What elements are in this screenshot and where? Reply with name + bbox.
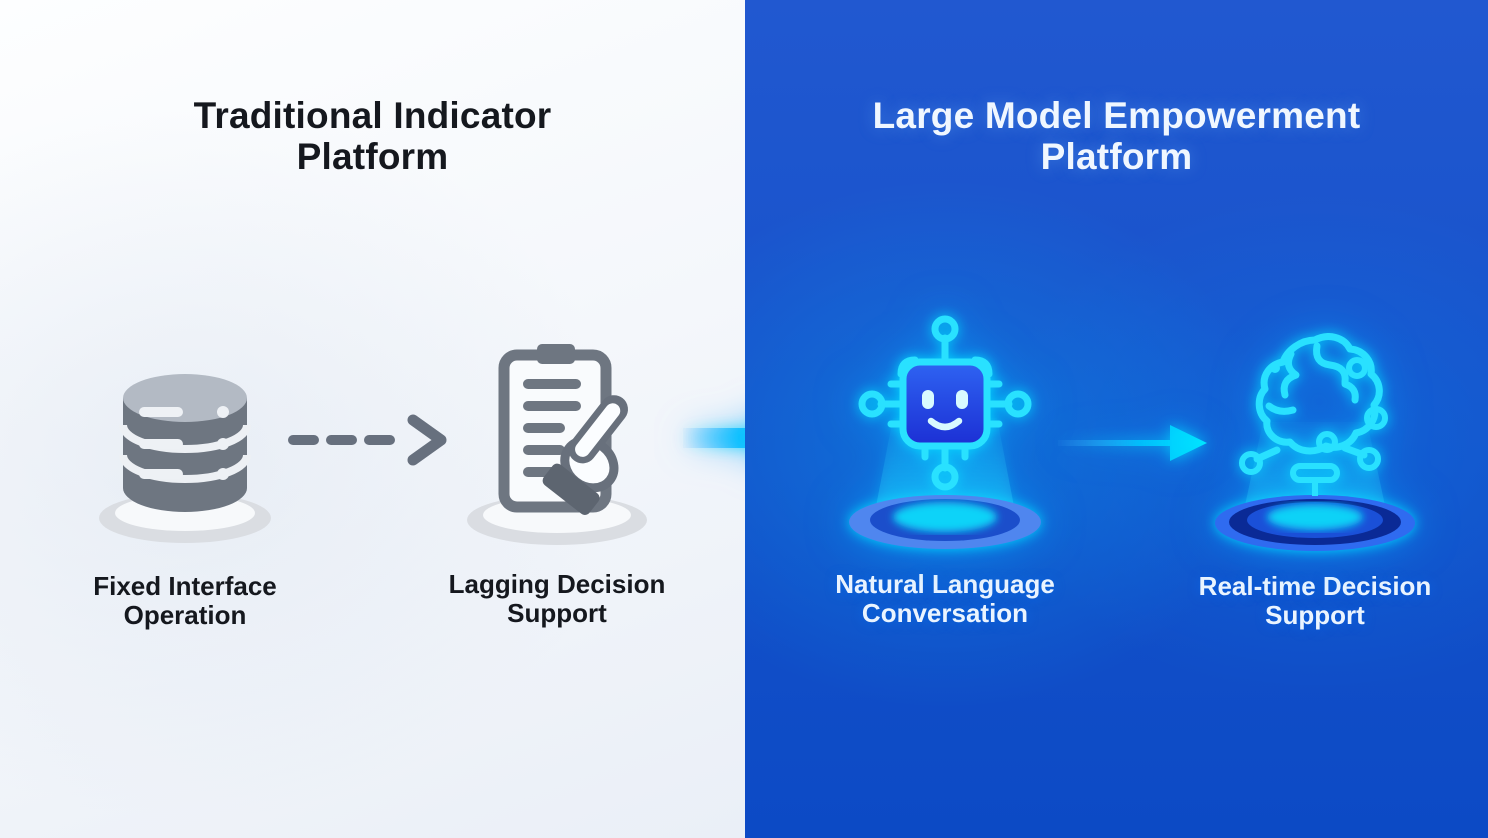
database-icon <box>99 374 271 543</box>
left-title-line2: Platform <box>296 136 449 178</box>
brain-nodes <box>1239 357 1388 496</box>
natural-language-label-line1: Natural Language <box>835 569 1055 599</box>
realtime-decision-item: Real-time Decision Support <box>1155 302 1475 629</box>
dashed-arrow-icon <box>283 412 453 473</box>
ai-chip-bot-icon <box>849 315 1041 549</box>
realtime-decision-label-line2: Support <box>1265 599 1365 630</box>
brain-outline <box>1253 333 1383 463</box>
fixed-interface-label: Fixed Interface Operation <box>93 572 277 629</box>
pointing-hand <box>542 395 628 515</box>
left-title-line1: Traditional Indicator <box>193 95 552 136</box>
left-panel-title: Traditional Indicator Platform <box>0 95 745 178</box>
natural-language-label-line2: Conversation <box>861 597 1029 628</box>
fixed-interface-label-line1: Fixed Interface <box>93 571 277 601</box>
clipboard-touch-icon <box>466 344 647 545</box>
right-title-line1: Large Model Empowerment <box>872 95 1361 136</box>
natural-language-item: Natural Language Conversation <box>785 300 1105 627</box>
fixed-interface-label-line2: Operation <box>123 599 247 630</box>
brain-circuit-icon <box>1215 333 1415 551</box>
lagging-decision-label: Lagging Decision Support <box>449 570 666 627</box>
lagging-decision-label-line2: Support <box>507 597 607 628</box>
glow-arrow-icon <box>1058 412 1213 479</box>
lagging-decision-label-line1: Lagging Decision <box>448 569 666 599</box>
natural-language-label: Natural Language Conversation <box>835 570 1055 627</box>
realtime-decision-label: Real-time Decision Support <box>1199 572 1432 629</box>
fixed-interface-item: Fixed Interface Operation <box>35 340 335 629</box>
lagging-decision-item: Lagging Decision Support <box>407 335 707 627</box>
realtime-decision-label-line1: Real-time Decision <box>1198 571 1432 601</box>
right-title-line2: Platform <box>1040 136 1193 178</box>
right-panel-title: Large Model Empowerment Platform <box>745 95 1488 178</box>
chip-pins <box>858 315 1032 491</box>
